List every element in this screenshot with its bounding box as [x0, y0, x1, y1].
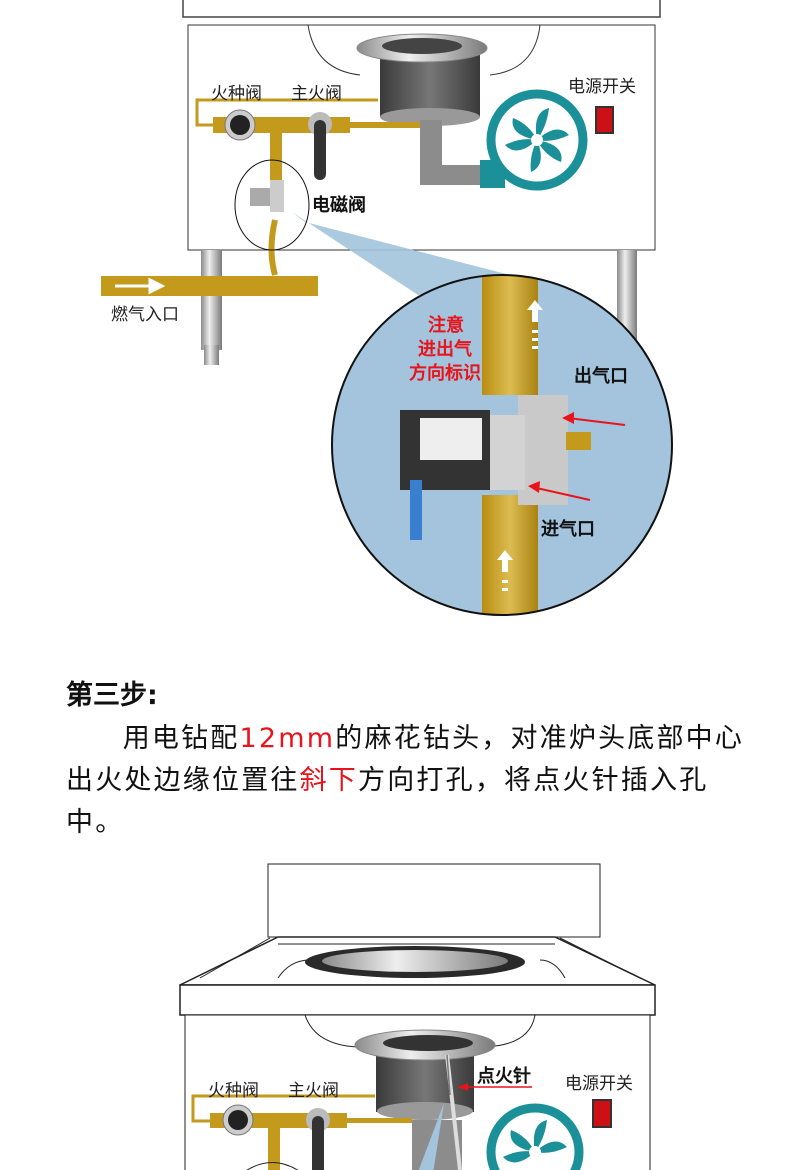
instruction-text: 用电钻配 — [122, 723, 240, 754]
label-pilot-valve: 火种阀 — [208, 1081, 259, 1101]
stove-top-panel — [182, 0, 661, 18]
step-3-title: 第三步: — [66, 680, 158, 711]
instruction-text: 方向打孔，将点火针插入孔中。 — [66, 765, 709, 838]
notice-line-2: 进出气 — [418, 338, 472, 360]
solenoid-magnifier: 注意 进出气 方向标识 出气口 进气口 — [331, 274, 673, 616]
notice-line-1: 注意 — [428, 314, 464, 336]
label-power-switch: 电源开关 — [565, 1074, 633, 1094]
label-solenoid-valve: 电磁阀 — [312, 194, 366, 216]
blower-fan-icon — [486, 1103, 584, 1170]
step-3-instructions: 用电钻配12mm的麻花钻头，对准炉头底部中心出火处边缘位置往斜下方向打孔，将点火… — [66, 718, 746, 844]
power-switch — [595, 106, 614, 134]
notice-line-3: 方向标识 — [409, 362, 481, 384]
label-main-valve: 主火阀 — [288, 1081, 339, 1101]
label-inlet: 进气口 — [541, 518, 595, 540]
stove-diagram-solenoid: 电源开关 火种阀 主火阀 电磁阀 燃气入口 注意 — [101, 0, 673, 616]
drill-size-highlight: 12mm — [239, 723, 336, 754]
direction-highlight: 斜下 — [299, 765, 359, 796]
stove-leg — [201, 250, 222, 350]
stove-leg — [617, 250, 637, 340]
label-igniter: 点火针 — [477, 1065, 531, 1087]
step-3-section: 第三步: 用电钻配12mm的麻花钻头，对准炉头底部中心出火处边缘位置往斜下方向打… — [66, 676, 746, 844]
label-power-switch: 电源开关 — [568, 77, 636, 97]
burner — [380, 55, 480, 117]
label-outlet: 出气口 — [574, 365, 628, 387]
label-pilot-valve: 火种阀 — [211, 84, 262, 104]
blower-fan-icon — [480, 89, 588, 191]
stove-backsplash — [267, 863, 601, 938]
label-main-valve: 主火阀 — [291, 84, 342, 104]
solenoid-valve-small — [250, 188, 272, 206]
label-gas-inlet: 燃气入口 — [111, 305, 179, 325]
power-switch — [592, 1099, 612, 1128]
stove-diagram-igniter: 点火针 电源开关 火种阀 主火阀 — [179, 863, 656, 1170]
instruction-text: 的麻花钻头，对准炉头底部中心出火处边缘位置往 — [66, 723, 745, 796]
